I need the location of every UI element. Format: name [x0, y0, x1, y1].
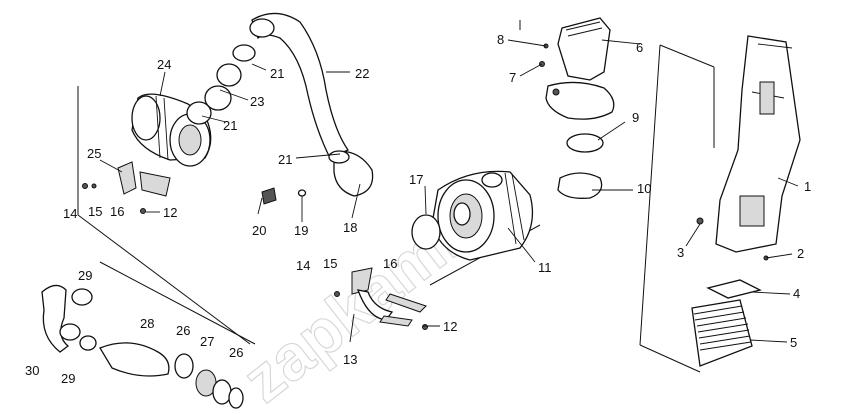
callout-21-mid: 21	[278, 152, 292, 167]
callout-5: 5	[790, 335, 797, 350]
callout-26-left: 26	[176, 323, 190, 338]
callout-28: 28	[140, 316, 154, 331]
leader-lines	[99, 39, 799, 343]
callout-4: 4	[793, 286, 800, 301]
callout-25: 25	[87, 146, 101, 161]
callout-1: 1	[804, 179, 811, 194]
clamp-rings-top	[186, 44, 256, 125]
callout-labels: 1 2 3 4 5 6 7 8 9 10 11 12 12 13 14 14 1…	[25, 32, 811, 386]
callout-22: 22	[355, 66, 369, 81]
bellows-boot	[691, 299, 753, 367]
callout-9: 9	[632, 110, 639, 125]
callout-29-top: 29	[78, 268, 92, 283]
callout-14-left: 14	[63, 206, 77, 221]
gasket-flat	[706, 279, 762, 299]
lower-hoses	[41, 284, 244, 409]
gasket-ring	[411, 214, 441, 250]
callout-14-middle: 14	[296, 258, 310, 273]
bracket-middle	[334, 267, 428, 330]
intake-top	[539, 17, 615, 120]
duct-tube	[249, 12, 374, 197]
callout-24: 24	[157, 57, 171, 72]
callout-6: 6	[636, 40, 643, 55]
sensor-plug	[257, 187, 307, 215]
callout-23: 23	[250, 94, 264, 109]
callout-12-middle: 12	[443, 319, 457, 334]
callout-21-left: 21	[223, 118, 237, 133]
callout-15-left: 15	[88, 204, 102, 219]
callout-18: 18	[343, 220, 357, 235]
callout-19: 19	[294, 223, 308, 238]
callout-3: 3	[677, 245, 684, 260]
callout-21-top: 21	[270, 66, 284, 81]
callout-15-middle: 15	[323, 256, 337, 271]
callout-2: 2	[797, 246, 804, 261]
air-cleaner-main	[431, 170, 534, 261]
callout-30: 30	[25, 363, 39, 378]
callout-7: 7	[509, 70, 516, 85]
callout-17: 17	[409, 172, 423, 187]
callout-16-middle: 16	[383, 256, 397, 271]
callout-10: 10	[637, 181, 651, 196]
callout-8: 8	[497, 32, 504, 47]
bracket-left	[82, 161, 171, 214]
callout-12-left: 12	[163, 205, 177, 220]
callout-16-left: 16	[110, 204, 124, 219]
seal-rings-right	[557, 133, 604, 199]
intake-housing-right	[696, 35, 801, 261]
callout-11: 11	[538, 260, 552, 275]
callout-29-bottom: 29	[61, 371, 75, 386]
callout-13: 13	[343, 352, 357, 367]
callout-20: 20	[252, 223, 266, 238]
group-frame-lines	[77, 20, 715, 373]
callout-27: 27	[200, 334, 214, 349]
callout-26-right: 26	[229, 345, 243, 360]
